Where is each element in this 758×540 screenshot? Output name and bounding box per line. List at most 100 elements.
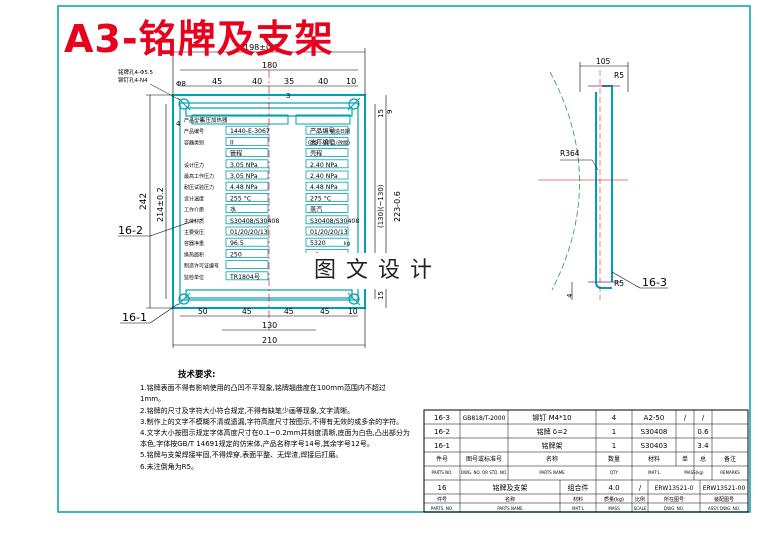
tech-req-item: 4.文字大小按图示规定字体高度尺寸在0.1~0.2mm并刻度清晰,底面为白色,凸…: [140, 429, 410, 449]
plate-value-tube: 4.48 NPa: [230, 184, 258, 191]
plate-value-shell: 4.48 NPa: [310, 184, 338, 191]
side-view: 105 R5 R5 R364 4 16-3: [538, 57, 668, 300]
bom-footer-assy_no: ERW13521-00: [703, 485, 746, 492]
plate-label: 设计压力: [184, 162, 204, 169]
dim-hole-4: 4: [176, 120, 181, 128]
bom-footer-label-assy_no: 装配图号: [714, 496, 734, 503]
plate-value-shell: S30408/S30408: [310, 218, 359, 225]
plate-value-shell: 275 °C: [310, 194, 331, 202]
bom-footer-label-part_no: 件号: [437, 496, 447, 503]
bom-footer-dwg_no: ERW13521-0: [655, 485, 694, 492]
dim-214: 214±0.2: [156, 187, 165, 222]
dim-r5-top: R5: [614, 71, 624, 80]
plate-value-tube: 1440-E-3067: [230, 128, 270, 135]
plate-value-shell: 高压加热器: [200, 116, 228, 124]
bom-footer-label-mat: 材料: [573, 496, 583, 503]
watermark: 图文设计: [304, 253, 452, 289]
bom-footer-label-en-scale: SCALE: [634, 506, 647, 511]
plate-value-shell: 壳程: [310, 150, 322, 158]
dim-rivet: Φ8: [176, 80, 186, 88]
plate-extra: GB50-2011(改版): [308, 139, 350, 146]
bom-header-code: 图号或标准号: [466, 455, 502, 463]
bom-footer-label-part_name: 名称: [505, 496, 515, 503]
arc-r364: [549, 71, 580, 291]
plate-value-shell: 产品编号: [310, 127, 335, 135]
bom-header-total: 总: [700, 455, 706, 463]
bom-cell-qty: 4: [612, 414, 617, 422]
plate-label: 容器类别: [184, 139, 204, 146]
dim-bottom-45b: 45: [284, 307, 294, 316]
bom-cell-mat: S30408: [641, 428, 668, 436]
plate-label: 设计温度: [184, 195, 204, 202]
note-hole-1: 铭牌孔4-Φ5.5: [118, 68, 154, 76]
bom-cell-unit: /: [684, 414, 687, 422]
dim-bottom-10: 10: [348, 307, 358, 316]
bom-cell-no: 16-3: [434, 414, 450, 422]
page-title: A3-铭牌及支架: [64, 17, 334, 61]
dim-242: 242: [139, 193, 149, 210]
plate-value-shell: 2.40 NPa: [310, 173, 338, 180]
bom-footer-part_name: 铭牌及支架: [493, 483, 528, 492]
plate-value-tube: 255 °C: [230, 194, 251, 202]
bom-header-en-remark: REMARKS: [720, 470, 740, 475]
tech-req-item: 3.制作上的文字不模糊不清或遗漏,字符高度尺寸按图示,不得有无效的或多余的字符。: [140, 417, 404, 426]
callout-16-3: 16-3: [642, 276, 667, 289]
plate-row: 管程壳程: [225, 148, 349, 158]
bom-cell-total: 0.6: [697, 428, 709, 436]
dim-40: 40: [252, 77, 262, 86]
technical-requirements: 技术要求: 1.铭牌表面不得有影响使用的凸凹不平现象,铭牌翘曲度在100mm范围…: [140, 370, 410, 473]
tech-req-item: 1.铭牌表面不得有影响使用的凸凹不平现象,铭牌翘曲度在100mm范围内不超过1m…: [140, 384, 386, 404]
plate-value-tube: S30408/S30408: [230, 218, 279, 225]
bom-header-no: 件号: [436, 455, 448, 463]
bom-cell-mat: S30403: [641, 442, 668, 450]
bom-footer-part_no: 16: [438, 484, 447, 492]
bom-cell-total: 3.4: [697, 442, 709, 450]
plate-value-shell: 5320: [310, 240, 326, 247]
plate-label: 工作介质: [184, 207, 204, 214]
plate-value-shell: 出厂编号: [310, 138, 335, 146]
bom-header-name: 名称: [546, 455, 558, 463]
plate-label: 最高工作压力: [184, 173, 214, 180]
bom-cell-total: /: [702, 414, 705, 422]
dim-right-15b: 15: [377, 291, 385, 300]
bom-header-en-code: DWG. NO. OR STD. NO.: [461, 470, 507, 475]
plate-value-tube: 01/20/20/13: [230, 229, 268, 236]
dim-223: 223-0.6: [393, 191, 402, 222]
plate-value-shell: 2.40 NPa: [310, 162, 338, 169]
bom-footer-label-dwg_no: 所在图号: [664, 496, 684, 503]
bom-cell-no: 16-2: [434, 428, 450, 436]
bom-cell-code: GB818/T-2000: [463, 415, 506, 422]
dim-40b: 40: [318, 77, 328, 86]
plate-label: 制造许可证编号: [184, 263, 219, 270]
dim-bottom-45c: 45: [320, 307, 330, 316]
bom-footer-scale: /: [639, 484, 642, 492]
bom-header-en-name: PARTS NAME: [539, 470, 565, 475]
callout-16-1: 16-1: [122, 311, 147, 324]
plate-label: 产品编号: [184, 128, 204, 135]
dim-35: 35: [284, 77, 294, 86]
bom-footer-label-scale: 比例: [635, 496, 645, 503]
dim-r5-bottom: R5: [614, 279, 624, 288]
dim-180: 180: [262, 61, 277, 70]
rivet-icon: [177, 97, 361, 306]
bom-header-mat: 材料: [648, 455, 660, 463]
bom-header-en-mass: MASS(kg): [684, 470, 704, 475]
bom-footer-label-en-dwg_no: DWG. NO.: [664, 506, 684, 511]
bom-header-en-no: PARTS NO.: [432, 470, 453, 475]
plate-value-tube: TR1804号: [229, 274, 260, 281]
plate-extra: kg: [344, 241, 350, 247]
bom-cell-mat: A2-50: [644, 414, 665, 422]
bom-cell-no: 16-1: [434, 442, 450, 450]
tech-req-item: 5.铭牌与支架焊接牢固,不得焊穿,表面平整、无焊渣,焊接后打磨。: [140, 451, 343, 460]
